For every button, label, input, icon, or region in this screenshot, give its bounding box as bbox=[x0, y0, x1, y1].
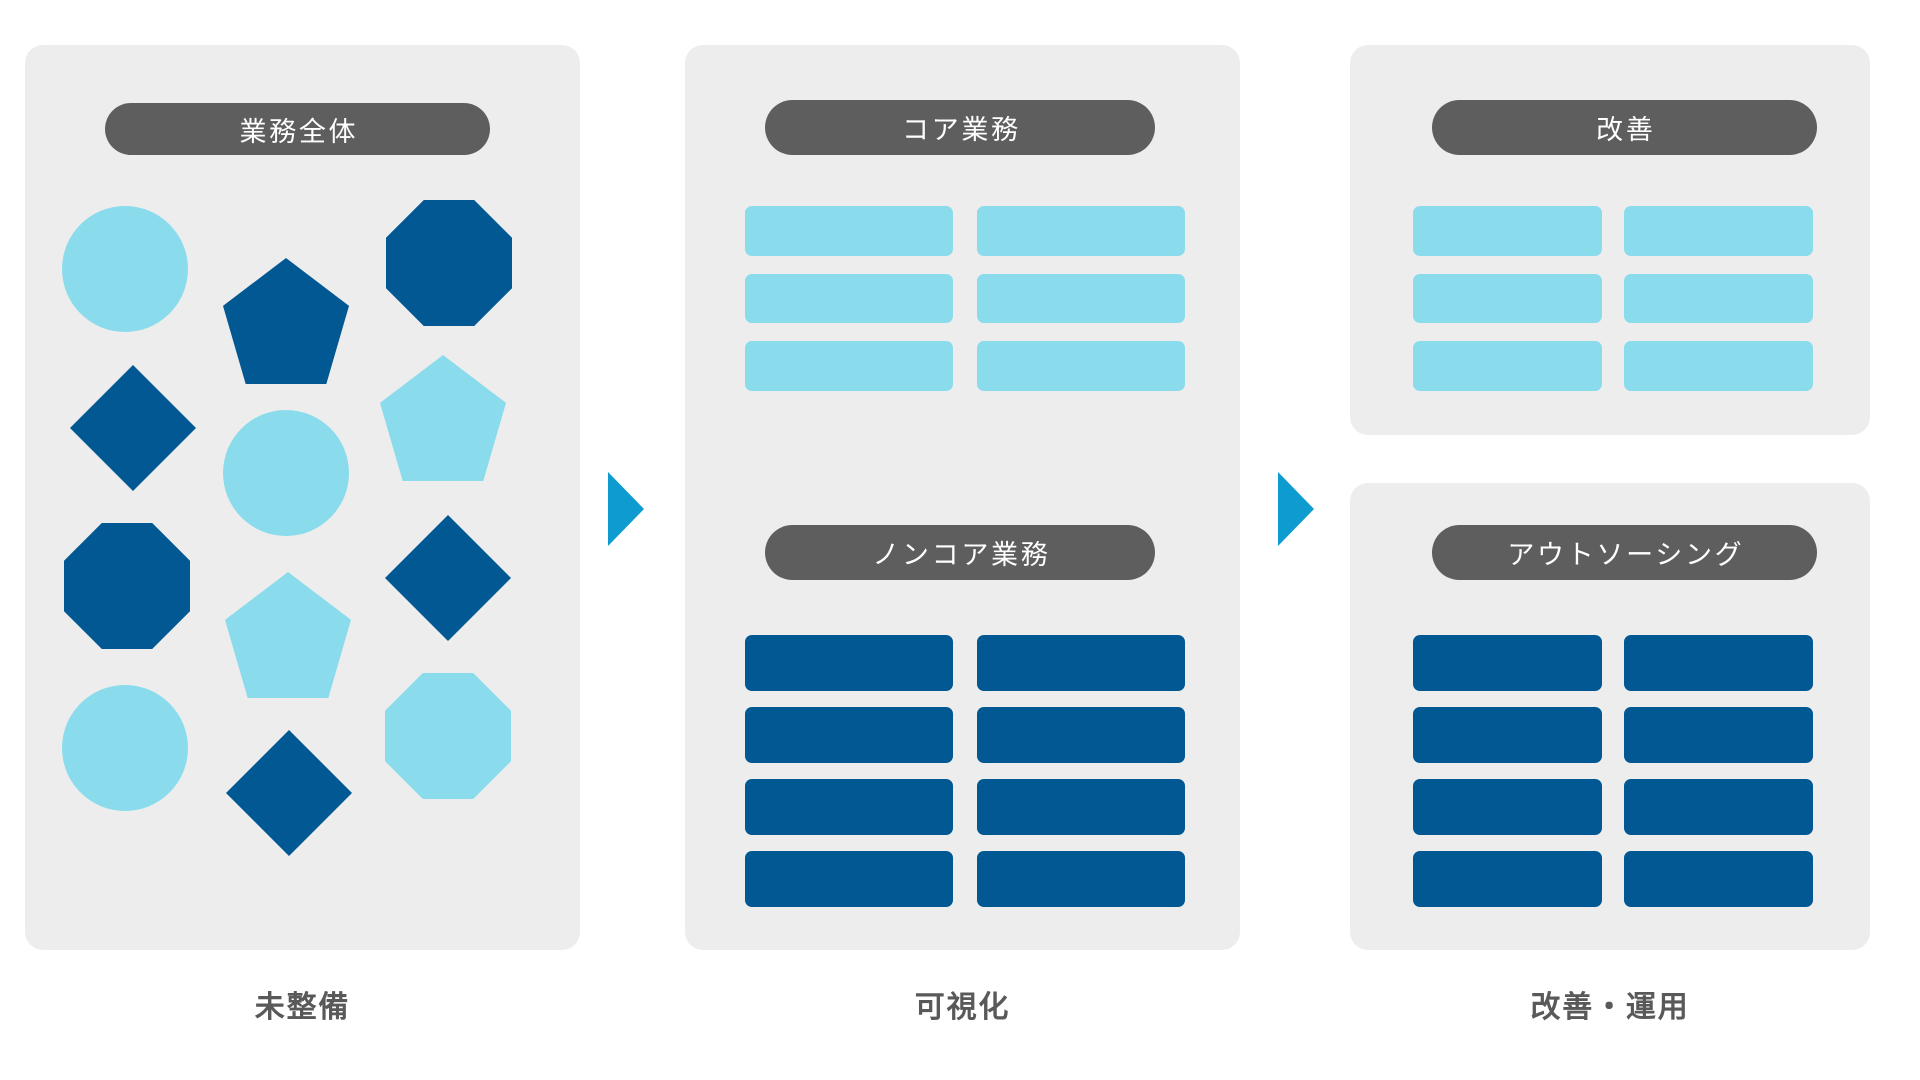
work-bar bbox=[745, 635, 953, 691]
shape-item bbox=[223, 258, 349, 384]
shape-item bbox=[385, 515, 511, 641]
diamond-shape bbox=[70, 365, 196, 491]
shape-item bbox=[223, 410, 349, 536]
scattered-shapes-field bbox=[50, 200, 540, 920]
diamond-shape bbox=[385, 515, 511, 641]
stage-1-caption: 未整備 bbox=[254, 991, 351, 1024]
flow-arrow-right-icon bbox=[1278, 472, 1314, 546]
group-header-all-work: 業務全体 bbox=[105, 103, 490, 155]
work-bar bbox=[1413, 341, 1602, 391]
work-bar bbox=[1413, 707, 1602, 763]
group-header-improvement: 改善 bbox=[1432, 100, 1817, 155]
work-bar bbox=[745, 779, 953, 835]
work-bar bbox=[745, 707, 953, 763]
shape-item bbox=[225, 572, 351, 698]
octagon-shape bbox=[385, 673, 511, 799]
core-work-bar-grid bbox=[745, 206, 1185, 391]
work-bar bbox=[1624, 273, 1813, 324]
work-bar bbox=[745, 341, 953, 391]
circle-shape bbox=[62, 685, 188, 811]
work-bar bbox=[1624, 635, 1813, 691]
group-header-outsourcing: アウトソーシング bbox=[1432, 525, 1817, 580]
shape-item bbox=[380, 355, 506, 481]
pentagon-shape bbox=[380, 355, 506, 481]
stage-3-caption: 改善・運用 bbox=[1530, 991, 1690, 1024]
shape-item bbox=[386, 200, 512, 326]
work-bar bbox=[1413, 635, 1602, 691]
shape-item bbox=[70, 365, 196, 491]
work-bar bbox=[1624, 851, 1813, 907]
work-bar bbox=[977, 851, 1185, 907]
work-bar bbox=[745, 273, 953, 324]
work-bar bbox=[1413, 851, 1602, 907]
improvement-bar-grid bbox=[1413, 206, 1813, 391]
diamond-shape bbox=[226, 730, 352, 856]
group-header-core-work: コア業務 bbox=[765, 100, 1155, 155]
work-bar bbox=[977, 707, 1185, 763]
octagon-shape bbox=[386, 200, 512, 326]
work-bar bbox=[1413, 779, 1602, 835]
work-bar bbox=[1624, 707, 1813, 763]
shape-item bbox=[62, 685, 188, 811]
shape-item bbox=[62, 206, 188, 332]
stage-2-caption: 可視化 bbox=[914, 991, 1011, 1024]
work-bar bbox=[1624, 341, 1813, 391]
octagon-shape bbox=[64, 523, 190, 649]
group-header-noncore-work: ノンコア業務 bbox=[765, 525, 1155, 580]
work-bar bbox=[1413, 273, 1602, 324]
outsourcing-bar-grid bbox=[1413, 635, 1813, 907]
work-bar bbox=[1624, 779, 1813, 835]
work-bar bbox=[977, 341, 1185, 391]
work-bar bbox=[977, 273, 1185, 324]
pentagon-shape bbox=[225, 572, 351, 698]
shape-item bbox=[385, 673, 511, 799]
circle-shape bbox=[62, 206, 188, 332]
work-bar bbox=[977, 206, 1185, 256]
work-bar bbox=[745, 851, 953, 907]
flow-arrow-right-icon bbox=[608, 472, 644, 546]
work-bar bbox=[1624, 206, 1813, 256]
work-bar bbox=[745, 206, 953, 256]
shape-item bbox=[226, 730, 352, 856]
pentagon-shape bbox=[223, 258, 349, 384]
circle-shape bbox=[223, 410, 349, 536]
work-bar bbox=[977, 635, 1185, 691]
shape-item bbox=[64, 523, 190, 649]
work-bar bbox=[1413, 206, 1602, 256]
work-bar bbox=[977, 779, 1185, 835]
noncore-work-bar-grid bbox=[745, 635, 1185, 907]
